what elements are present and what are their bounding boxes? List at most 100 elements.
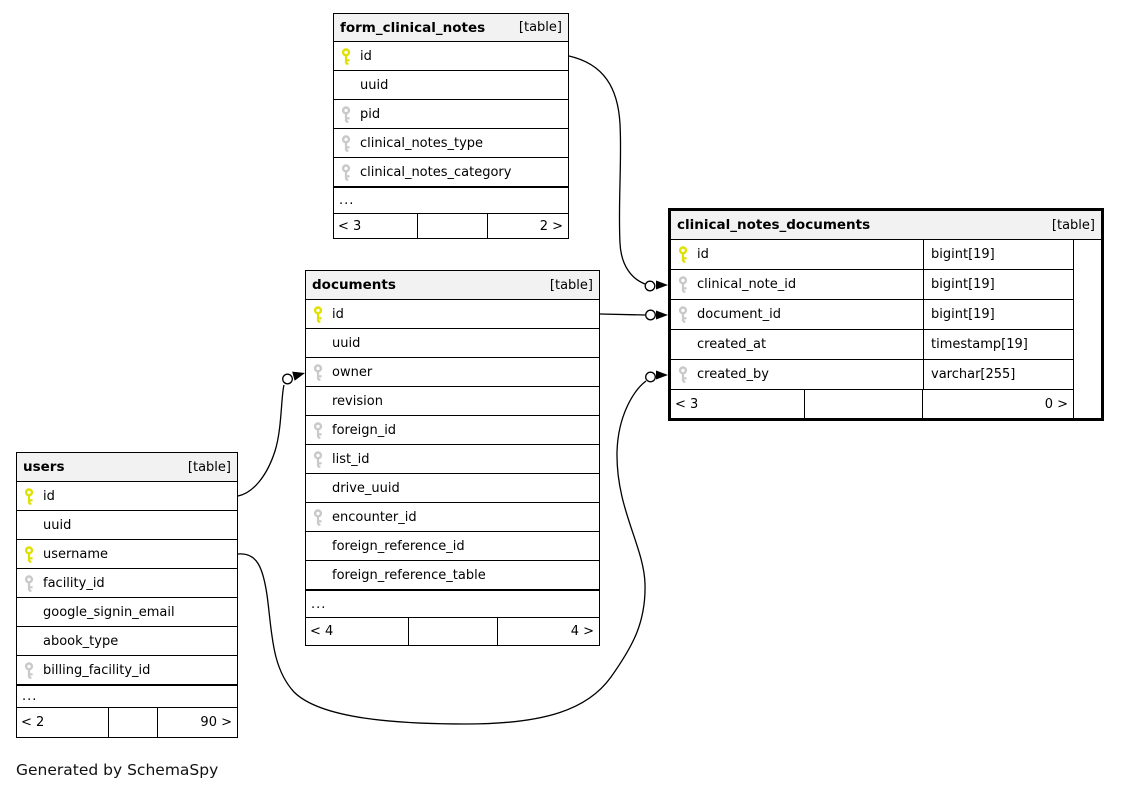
circle-marker xyxy=(645,371,656,383)
column-name: id xyxy=(360,48,372,64)
primary-key-icon xyxy=(24,545,34,563)
arrowhead-marker xyxy=(656,280,668,290)
table-footer: < 4 4 > xyxy=(306,617,599,645)
column-row: billing_facility_id xyxy=(17,656,237,685)
column-name: owner xyxy=(332,364,373,380)
table-tag: [table] xyxy=(187,459,231,475)
index-key-icon xyxy=(313,450,323,468)
index-key-icon xyxy=(24,661,34,679)
spare-column xyxy=(1073,240,1101,418)
relationship-path xyxy=(237,384,285,497)
footer-right-count: 90 > xyxy=(158,708,237,737)
column-name: uuid xyxy=(360,77,389,93)
column-name: billing_facility_id xyxy=(43,662,151,678)
column-type: bigint[19] xyxy=(923,300,1073,329)
column-row: uuid xyxy=(17,511,237,540)
column-row: owner xyxy=(306,358,599,387)
footer-right-count-label: 90 > xyxy=(200,715,232,730)
column-row: username xyxy=(17,540,237,569)
circle-marker xyxy=(645,309,656,321)
footer-right-count: 2 > xyxy=(488,214,568,238)
column-name: facility_id xyxy=(43,575,105,591)
table-documents[interactable]: documents [table] id uuid owner revision forei… xyxy=(305,270,600,646)
table-footer: < 2 90 > xyxy=(17,707,237,737)
column-name: created_by xyxy=(697,367,769,382)
column-name: foreign_id xyxy=(332,422,397,438)
column-type: bigint[19] xyxy=(923,240,1073,269)
footer-middle-cell xyxy=(418,214,488,238)
column-name: list_id xyxy=(332,451,370,467)
column-name: encounter_id xyxy=(332,509,417,525)
index-key-icon xyxy=(313,421,323,439)
footer-left-count: < 2 xyxy=(17,708,109,737)
column-row: abook_type xyxy=(17,627,237,656)
column-name: document_id xyxy=(697,307,781,322)
relationship-path xyxy=(599,313,646,316)
column-row: id xyxy=(17,482,237,511)
footer-middle-cell xyxy=(109,708,158,737)
column-row: revision xyxy=(306,387,599,416)
table-header: clinical_notes_documents [table] xyxy=(671,211,1101,240)
column-row: uuid xyxy=(306,329,599,358)
column-row: clinical_notes_type xyxy=(334,129,568,158)
column-row: drive_uuid xyxy=(306,474,599,503)
column-row: clinical_notes_category xyxy=(334,158,568,187)
footer-left-count: < 3 xyxy=(671,390,805,418)
arrowhead-marker xyxy=(656,310,668,320)
column-name: clinical_notes_type xyxy=(360,135,484,151)
primary-key-icon xyxy=(678,246,688,263)
circle-marker xyxy=(282,373,293,385)
column-name: drive_uuid xyxy=(332,480,400,496)
column-name: username xyxy=(43,546,108,562)
column-row: id xyxy=(334,42,568,71)
index-key-icon xyxy=(313,508,323,526)
column-row: encounter_id xyxy=(306,503,599,532)
column-type: timestamp[19] xyxy=(923,330,1073,359)
footer-left-count-label: < 4 xyxy=(310,624,334,639)
truncation-row: ... xyxy=(334,187,568,213)
arrowhead-marker xyxy=(292,371,305,381)
primary-key-icon xyxy=(341,47,351,65)
table-tag: [table] xyxy=(549,277,593,293)
column-name: revision xyxy=(332,393,383,409)
table-tag: [table] xyxy=(518,20,562,35)
column-type: bigint[19] xyxy=(923,270,1073,299)
table-header: users[table] xyxy=(17,453,237,482)
column-row: pid xyxy=(334,100,568,129)
table-header: documents [table] xyxy=(306,271,599,300)
primary-key-icon xyxy=(24,487,34,505)
truncation-row: ... xyxy=(17,685,237,707)
footer-left-count-label: < 2 xyxy=(21,715,45,730)
truncation-label: ... xyxy=(22,689,38,704)
footer-right-count-label: 2 > xyxy=(539,218,563,234)
footer-right-count: 4 > xyxy=(498,618,599,645)
index-key-icon xyxy=(341,134,351,152)
column-name: foreign_reference_table xyxy=(332,567,486,583)
table-tag: [table] xyxy=(1051,217,1095,233)
index-key-icon xyxy=(341,105,351,123)
column-row: facility_id xyxy=(17,569,237,598)
column-row: document_id bigint[19] xyxy=(671,300,1073,330)
column-row: list_id xyxy=(306,445,599,474)
column-row: foreign_reference_table xyxy=(306,561,599,590)
footer-left-count-label: < 3 xyxy=(338,218,362,234)
column-row: google_signin_email xyxy=(17,598,237,627)
footer-right-count-label: 4 > xyxy=(570,624,594,639)
truncation-label: ... xyxy=(339,193,355,208)
table-name: documents xyxy=(312,277,396,293)
column-name: uuid xyxy=(332,335,361,351)
column-row: id xyxy=(306,300,599,329)
column-row: foreign_reference_id xyxy=(306,532,599,561)
column-name: id xyxy=(332,306,344,322)
footer-left-count: < 4 xyxy=(306,618,409,645)
circle-marker xyxy=(644,280,656,292)
table-name: clinical_notes_documents xyxy=(677,217,871,233)
column-name: uuid xyxy=(43,517,72,533)
